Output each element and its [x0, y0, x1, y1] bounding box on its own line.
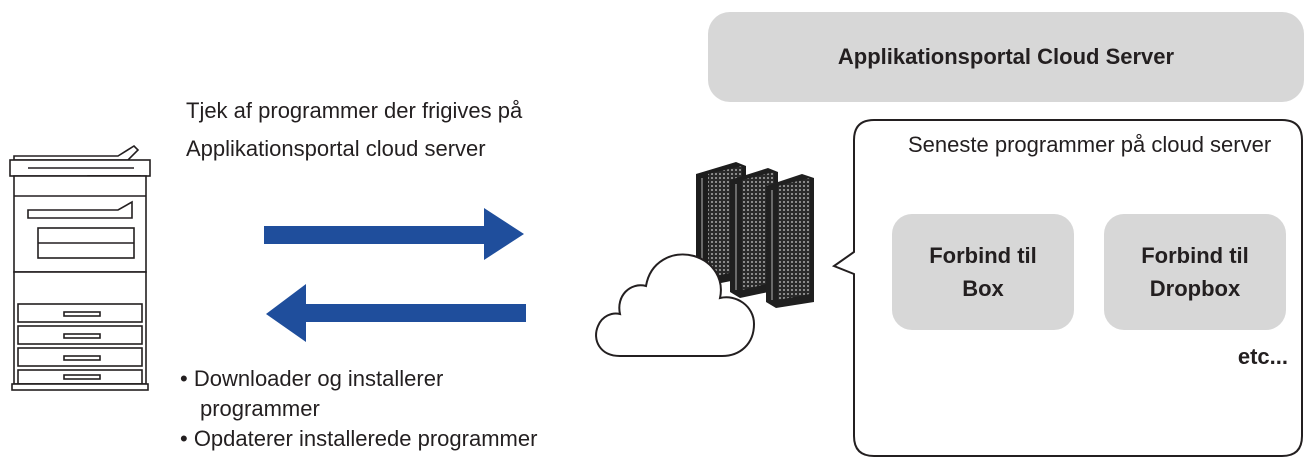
server-title: Applikationsportal Cloud Server: [837, 44, 1175, 69]
bubble-heading: Seneste programmer på cloud server: [908, 132, 1272, 157]
app-card-dropbox: Forbind til Dropbox: [1104, 214, 1286, 330]
app-card-dropbox-line1: Forbind til: [1141, 243, 1249, 268]
app-card-box: Forbind til Box: [892, 214, 1074, 330]
bullet-1-line1: • Downloader og installerer: [180, 366, 444, 391]
bullet-1-line2: programmer: [200, 396, 320, 421]
arrow-left-icon: [266, 284, 526, 342]
cloud-icon: [595, 253, 756, 357]
server-rack-icon: [696, 162, 814, 308]
arrows: [264, 208, 526, 342]
bullet-2: • Opdaterer installerede programmer: [180, 426, 538, 451]
check-programs-label: Tjek af programmer der frigives på Appli…: [186, 98, 523, 161]
arrow-right-icon: [264, 208, 524, 260]
app-card-box-line1: Forbind til: [929, 243, 1037, 268]
download-bullets: • Downloader og installerer programmer •…: [180, 364, 620, 454]
etc-label: etc...: [1237, 344, 1288, 369]
printer-icon: [9, 144, 151, 391]
app-card-box-line2: Box: [962, 276, 1004, 301]
server-title-box: Applikationsportal Cloud Server: [708, 12, 1304, 102]
app-card-dropbox-line2: Dropbox: [1149, 276, 1241, 301]
